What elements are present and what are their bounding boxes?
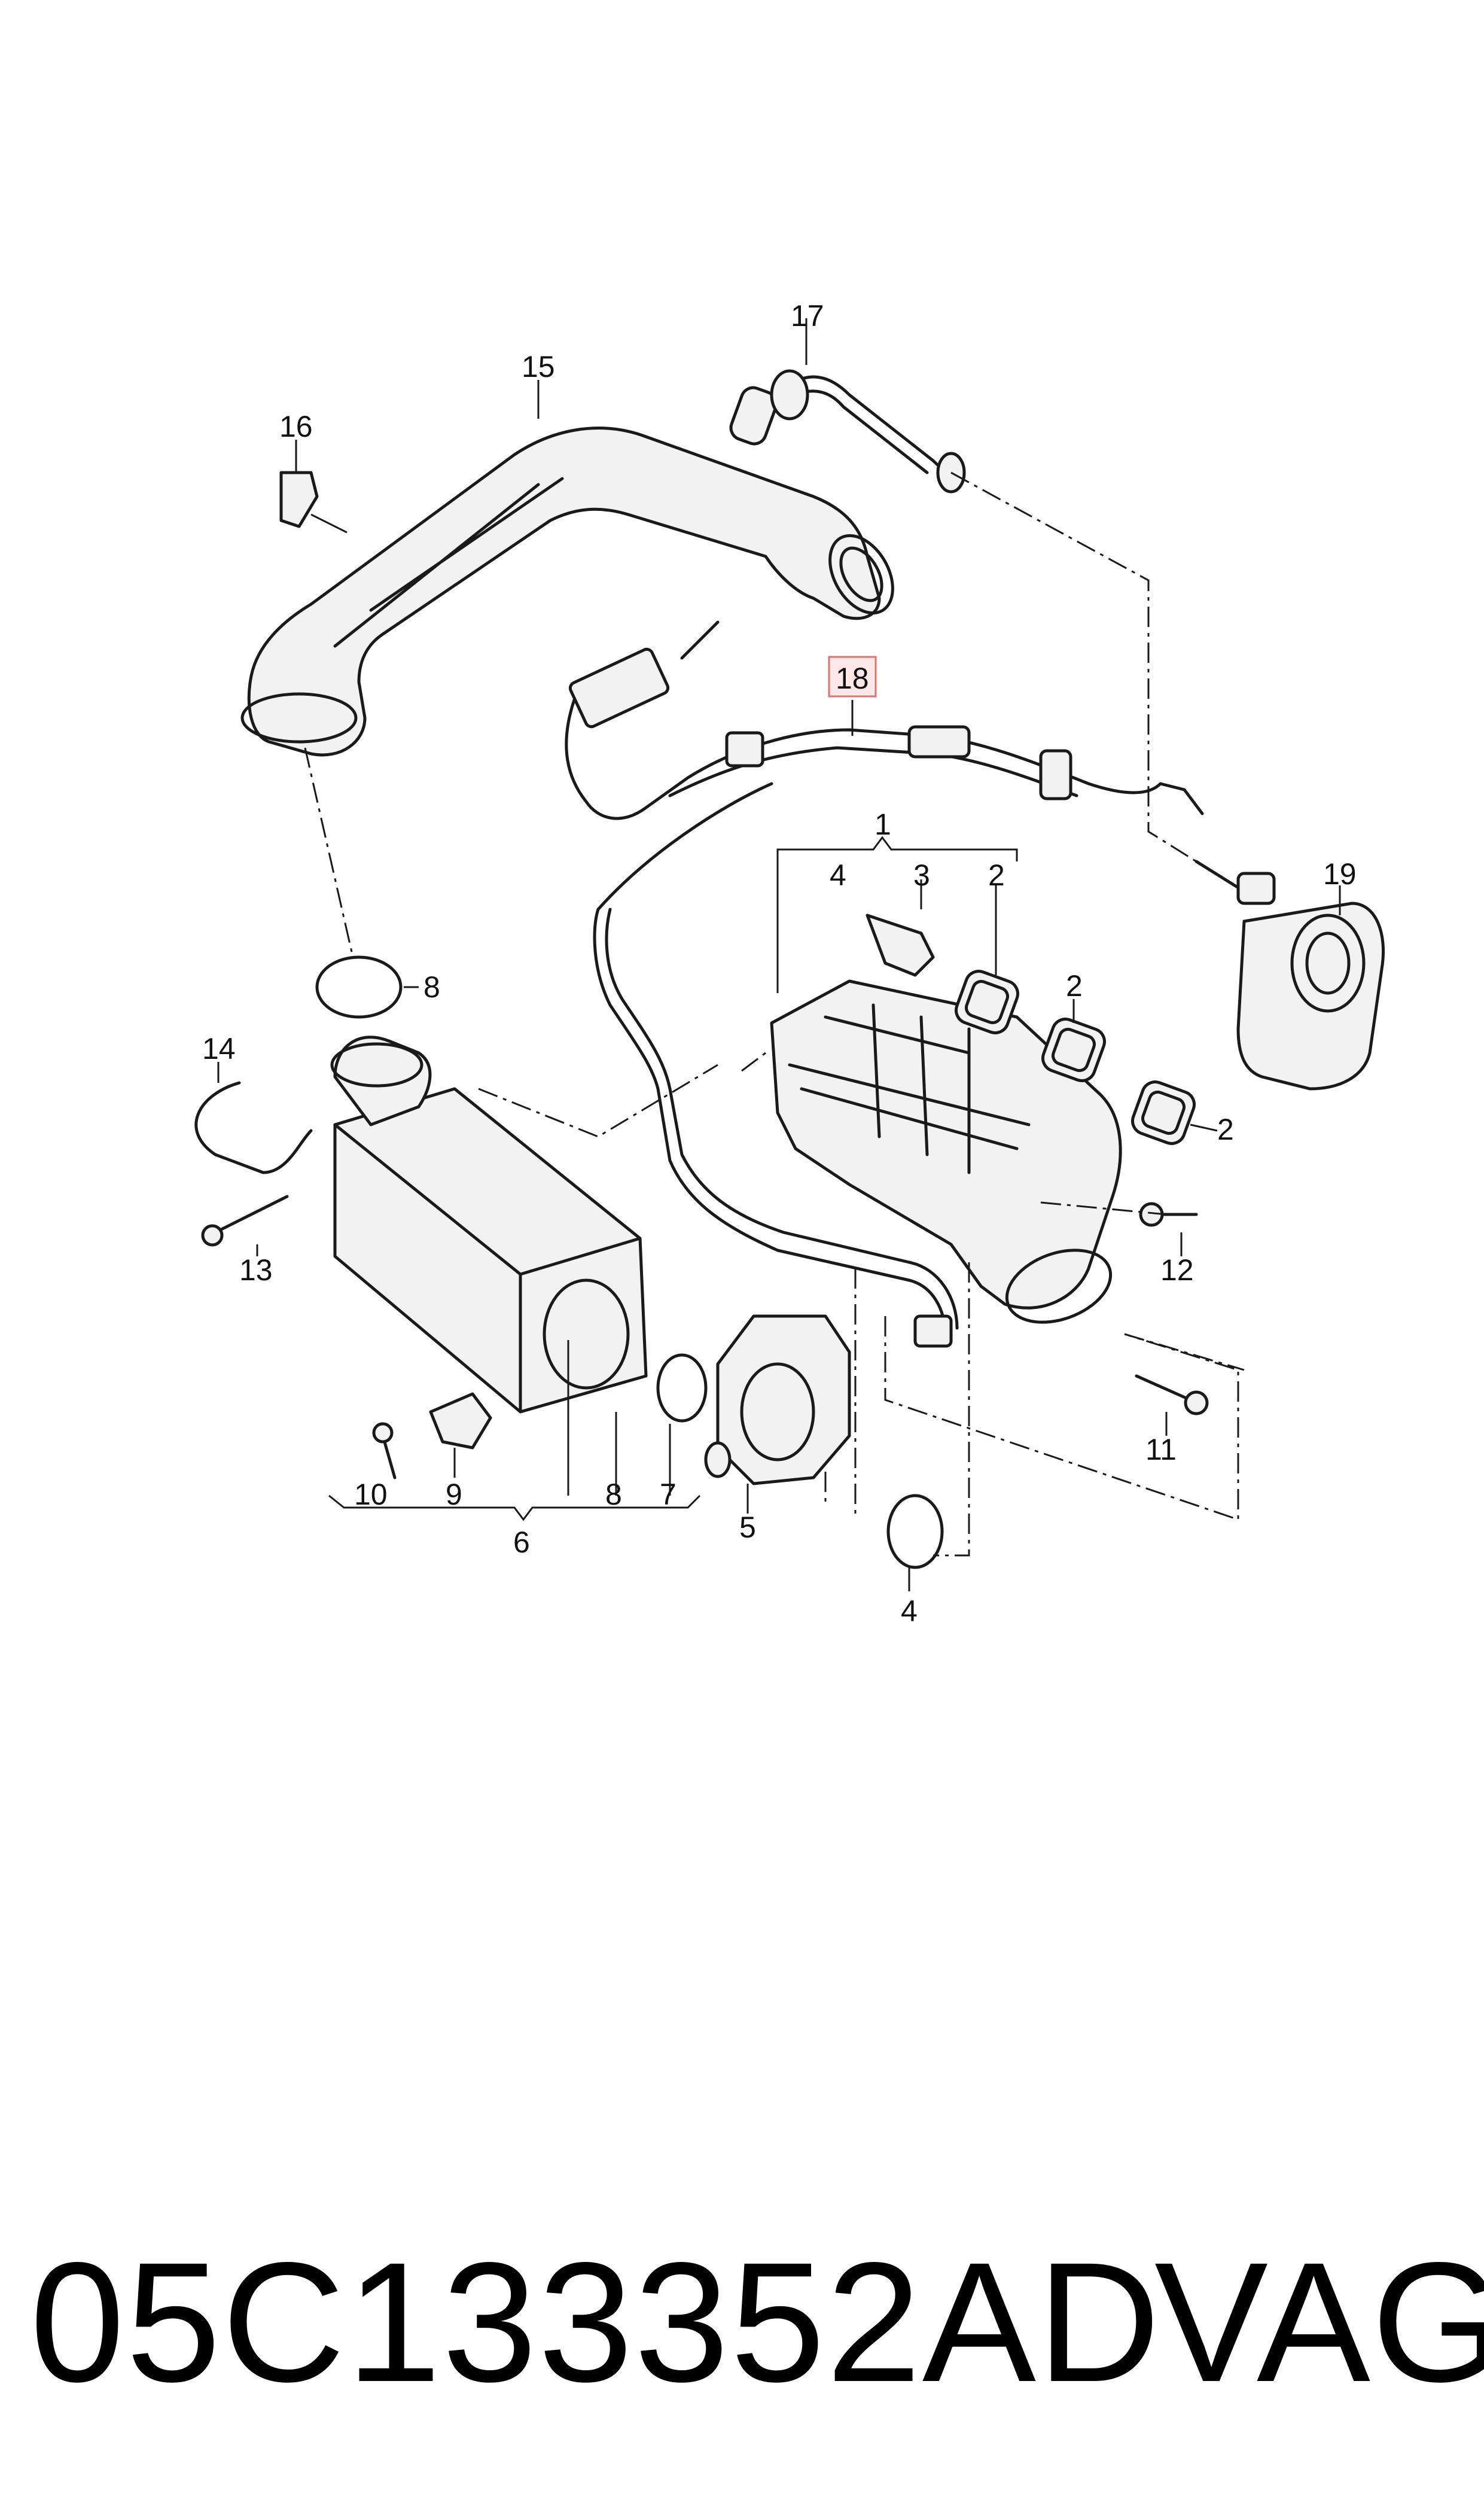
callout-15: 15	[522, 350, 555, 383]
callout-8-bottom: 8	[605, 1478, 622, 1511]
callout-13: 13	[239, 1253, 273, 1287]
pressure-sensor-3-part	[866, 879, 935, 977]
bolt-13-part	[201, 1195, 289, 1247]
callout-1: 1	[874, 808, 891, 841]
vent-hose-17-part	[770, 369, 966, 494]
callout-16: 16	[279, 410, 313, 443]
wiring-harness-18-part	[565, 620, 1204, 1348]
callout-9: 9	[446, 1478, 462, 1511]
manifold-seals-2-part	[955, 970, 1196, 1145]
leader-lines	[217, 318, 1341, 1591]
egr-cooler-6-part	[330, 1036, 648, 1414]
seal-ring-4-part	[886, 1494, 944, 1569]
sender-9-bolt-10-part	[372, 1392, 492, 1479]
part-number-text: 05C133352AD	[30, 2227, 1162, 2417]
o-ring-8-part	[315, 955, 403, 1019]
housing-19-part	[1194, 860, 1385, 1091]
callout-3: 3	[913, 858, 930, 892]
highlight-box-18	[828, 656, 877, 698]
callout-labels: 17 15 16 18 1 4 3 2 19 2 2 8 14 13 12 11…	[202, 299, 1357, 1628]
assembly-lines	[304, 471, 1245, 1557]
callout-18: 18	[836, 662, 869, 695]
callout-12: 12	[1160, 1253, 1194, 1287]
callout-6: 6	[513, 1526, 530, 1559]
clip-16-part	[279, 471, 348, 534]
callout-19: 19	[1323, 857, 1357, 891]
egr-valve-5-part	[704, 1314, 851, 1485]
group-brackets	[328, 836, 1018, 1521]
callout-8-top: 8	[423, 970, 440, 1004]
callout-7: 7	[660, 1478, 677, 1511]
brand-text: VAG	[1154, 2227, 1484, 2417]
callout-2-mid: 2	[1066, 969, 1083, 1003]
o-ring-7-part	[656, 1353, 708, 1423]
callout-14: 14	[202, 1032, 236, 1065]
callout-2-top: 2	[988, 858, 1005, 892]
bolts-11-12-part	[1135, 1202, 1209, 1415]
bracket-14-part	[194, 1081, 313, 1174]
callout-10: 10	[354, 1478, 388, 1511]
callout-4-top: 4	[830, 858, 846, 892]
intake-pipe-part	[240, 386, 894, 757]
callout-17: 17	[791, 299, 824, 333]
callout-4-bottom: 4	[901, 1594, 918, 1628]
intake-manifold-1-part	[770, 979, 1122, 1324]
callout-2-right: 2	[1217, 1113, 1234, 1146]
callout-5: 5	[739, 1511, 756, 1544]
callout-11: 11	[1145, 1433, 1177, 1466]
